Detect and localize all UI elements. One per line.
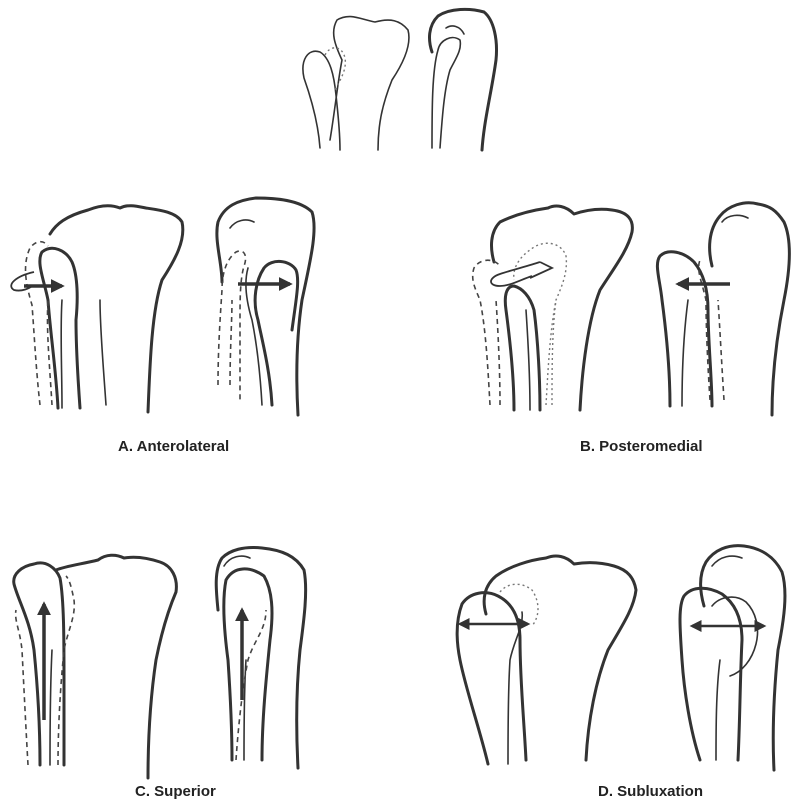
panel-c-anterior-view (14, 555, 177, 778)
panel-b-drawing (473, 203, 790, 415)
panel-d-label: D. Subluxation (598, 783, 703, 800)
panel-b-lateral-view (657, 203, 789, 415)
panel-c-lateral-view (216, 547, 305, 768)
panel-c-drawing (14, 547, 306, 778)
panel-b-anterior-view (473, 206, 633, 410)
panel-c-label: C. Superior (135, 783, 216, 800)
panel-d-lateral-view (680, 546, 785, 770)
normal-anterior-view (303, 17, 409, 150)
panel-a-label: A. Anterolateral (118, 438, 229, 455)
normal-lateral-view (430, 9, 497, 150)
panel-b-label: B. Posteromedial (580, 438, 703, 455)
panel-a-anterior-view (11, 206, 183, 412)
panel-d-drawing (457, 546, 785, 770)
panel-d-anterior-view (457, 556, 636, 764)
normal-joint-drawing (303, 9, 497, 150)
panel-a-lateral-view (217, 198, 314, 415)
panel-a-drawing (11, 198, 314, 415)
